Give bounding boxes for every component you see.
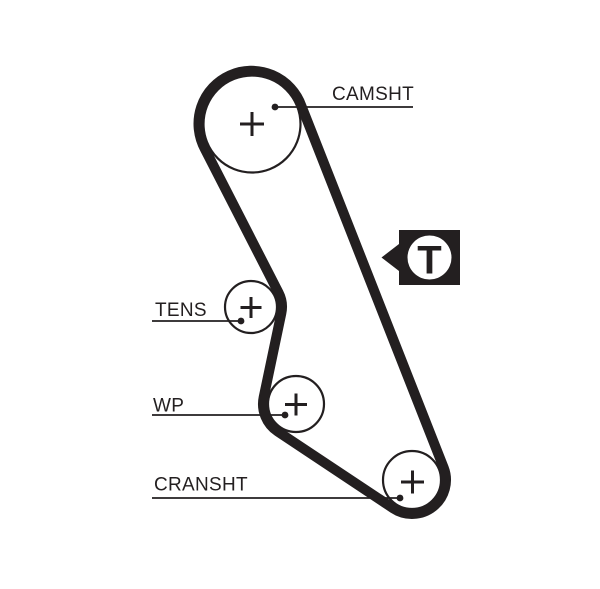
water-pump-leader-dot	[281, 411, 289, 419]
camshaft-label: CAMSHT	[332, 84, 414, 105]
tensioner-label: TENS	[155, 300, 207, 321]
crankshaft-label: CRANSHT	[154, 475, 248, 496]
badge-circle	[407, 235, 452, 280]
crankshaft-leader-dot	[396, 494, 404, 502]
water-pump-center-cross-icon	[285, 393, 307, 416]
tensioner-center-cross-icon	[240, 297, 262, 318]
crankshaft-center-cross-icon	[401, 470, 424, 494]
tensioner-badge: T	[381, 230, 460, 285]
camshaft-center-cross-icon	[240, 112, 264, 136]
badge-arrow-left-icon	[381, 244, 399, 271]
badge-letter: T	[417, 239, 441, 283]
camshaft-leader-dot	[271, 103, 279, 111]
timing-belt	[193, 65, 451, 519]
water-pump-label: WP	[153, 396, 184, 417]
tensioner-leader-dot	[237, 317, 245, 325]
